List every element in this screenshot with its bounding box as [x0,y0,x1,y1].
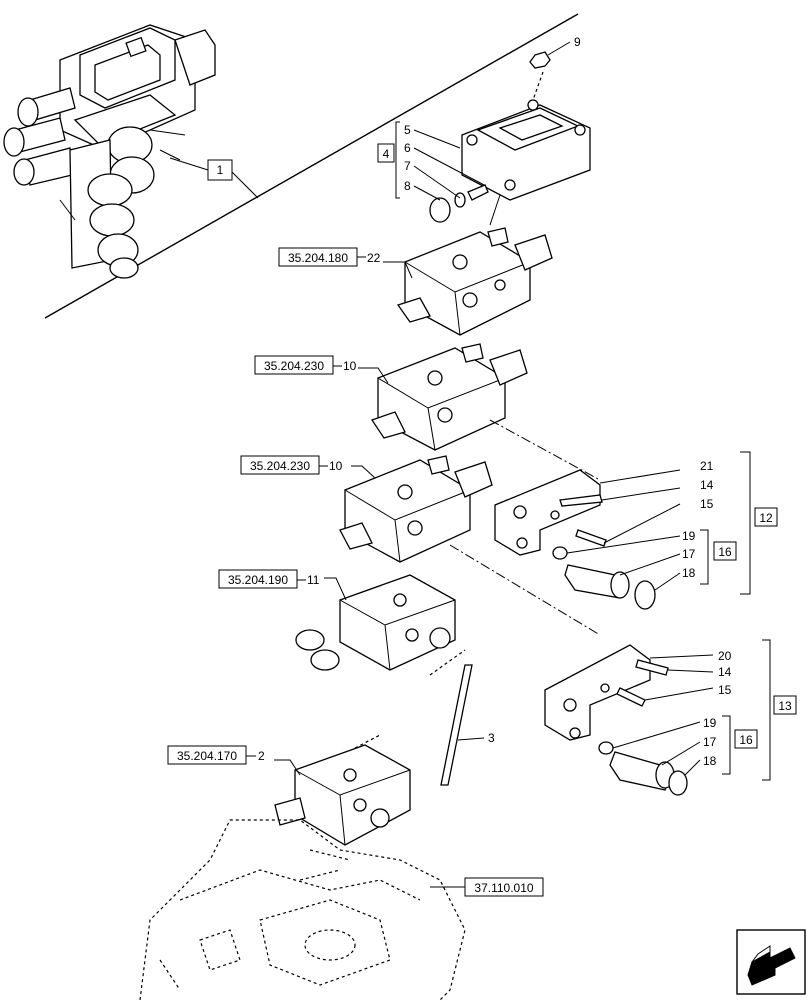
ref-box-35-204-190[interactable] [218,569,298,589]
ref-box-35-204-170[interactable] [167,745,247,765]
ref-box-35-204-230-upper[interactable] [254,355,334,375]
callout-10-upper: 10 [343,359,357,373]
callout-19-upper: 19 [682,529,696,543]
callout-9: 9 [574,35,581,49]
ref-box-37-110-010[interactable] [464,877,544,897]
callout-6: 6 [404,141,411,155]
valve-section-2 [274,734,411,846]
callout-11: 11 [307,573,320,587]
callout-15-upper: 15 [700,497,714,511]
ref-box-35-204-230-lower[interactable] [240,455,320,475]
assembled-valve-inset [3,13,579,319]
callout-1: 1 [217,163,224,177]
callout-16-upper: 16 [718,545,732,559]
callout-22: 22 [367,251,381,265]
valve-section-10-upper [358,343,601,481]
callout-14-lower: 14 [718,665,732,679]
valve-section-22 [383,227,553,336]
callout-7: 7 [404,159,411,173]
ref-35-204-230-lower[interactable]: 35.204.230 [250,459,310,473]
callout-5: 5 [404,123,411,137]
callout-box-1 [207,159,233,181]
callout-14-upper: 14 [700,478,714,492]
callout-2: 2 [258,749,265,763]
callout-18-lower: 18 [703,754,717,768]
valve-section-10-lower [339,455,601,636]
ref-35-204-190[interactable]: 35.204.190 [228,573,288,587]
ref-37-110-010[interactable]: 37.110.010 [474,881,533,895]
callout-box-16-lower [734,729,758,749]
callout-19-lower: 19 [703,716,717,730]
adapter-group-13 [544,639,771,796]
callout-8: 8 [404,179,411,193]
callout-12: 12 [759,511,773,525]
ref-35-204-170[interactable]: 35.204.170 [177,749,237,763]
ref-35-204-180[interactable]: 35.204.180 [288,251,348,265]
cover-plate-group [395,41,591,226]
callout-15-lower: 15 [718,683,732,697]
callout-box-13 [773,695,797,715]
callout-20: 20 [718,649,732,663]
callout-18-upper: 18 [682,566,696,580]
valve-section-11 [295,574,466,676]
transmission-housing [139,819,466,1000]
callout-box-4 [377,143,395,163]
callout-box-16-upper [713,541,737,561]
callout-3: 3 [488,731,495,745]
next-page-arrow-icon[interactable] [736,929,806,995]
callout-4: 4 [383,147,390,161]
callout-box-12 [754,507,778,527]
ref-35-204-230-upper[interactable]: 35.204.230 [264,359,324,373]
callout-17-upper: 17 [682,547,696,561]
callout-17-lower: 17 [703,735,717,749]
callout-10-lower: 10 [329,459,343,473]
callout-13: 13 [778,699,792,713]
tie-rod-3 [440,664,485,786]
callout-21: 21 [700,459,714,473]
callout-16-lower: 16 [739,733,753,747]
adapter-group-12 [494,451,751,610]
